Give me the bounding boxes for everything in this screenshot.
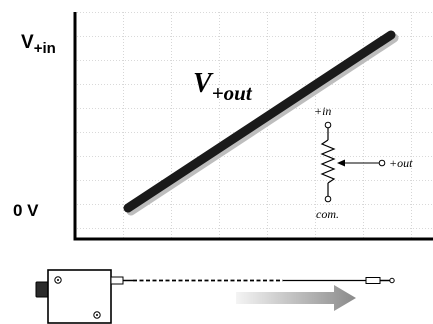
output-line [123, 30, 396, 213]
output-series [123, 30, 399, 216]
pot-wiper-terminal-label: +out [389, 156, 413, 170]
pot-top-terminal-label: +in [314, 104, 331, 118]
motion-arrow-icon [236, 285, 356, 311]
pot-wiper-terminal [378, 159, 386, 167]
pot-top-terminal [324, 121, 332, 129]
sensor-connector [35, 281, 50, 298]
string-pot-sensor-icon [35, 269, 395, 324]
sensor-cable-exit [110, 276, 124, 285]
pot-bottom-terminal [324, 195, 332, 203]
pot-bottom-terminal-label: com. [316, 207, 339, 221]
line-label: V+out [193, 68, 253, 105]
y-bottom-label: 0 V [13, 201, 39, 220]
graph: V+in 0 V V+out [13, 12, 433, 241]
cable-end-fitting [365, 277, 381, 284]
y-top-label: V+in [21, 32, 56, 57]
potentiometer-schematic-icon: +in com. +out [314, 104, 413, 221]
resistor-zigzag [320, 139, 336, 184]
